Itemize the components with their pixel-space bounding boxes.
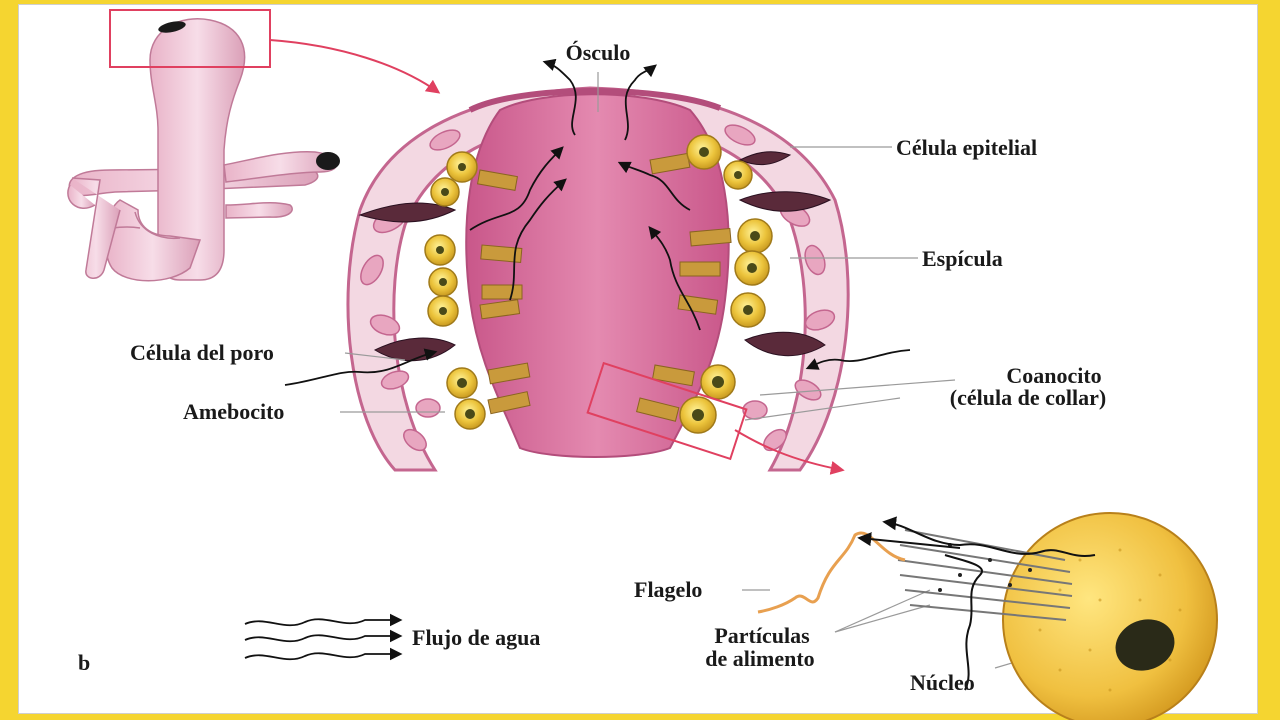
choanocytes	[424, 134, 773, 434]
label-coanocito: Coanocito	[1006, 363, 1101, 388]
label-amebocito: Amebocito	[183, 399, 284, 424]
zoom-arrow-choanocyte	[734, 429, 845, 475]
label-flujo-de-agua: Flujo de agua	[412, 625, 540, 650]
water-flow-legend-arrows	[244, 613, 403, 661]
label-flagelo: Flagelo	[634, 577, 702, 602]
label-particulas: Partículas	[714, 623, 810, 648]
label-nucleo: Núcleo	[910, 670, 975, 695]
water-flow-arrows	[284, 58, 911, 386]
sponge-cross-section	[284, 58, 911, 475]
sponge-colony-illustration	[67, 9, 441, 282]
label-celula-epitelial: Célula epitelial	[896, 135, 1037, 160]
collar-microvilli	[897, 529, 1073, 621]
label-espicula: Espícula	[922, 246, 1003, 271]
zoom-arrow-top	[269, 39, 441, 94]
leader-lines	[340, 72, 1091, 669]
panel-letter: b	[78, 650, 90, 675]
label-de-alimento: de alimento	[705, 646, 814, 671]
choanocyte-detail	[757, 512, 1218, 720]
zoom-box-top	[109, 9, 271, 68]
collars	[476, 152, 732, 422]
spicules	[358, 151, 832, 362]
label-celula-de-collar: (célula de collar)	[950, 385, 1106, 410]
zoom-box-choanocyte	[586, 361, 748, 461]
label-celula-del-poro: Célula del poro	[130, 340, 274, 365]
flagellum	[757, 531, 906, 614]
label-osculo: Ósculo	[566, 40, 631, 65]
